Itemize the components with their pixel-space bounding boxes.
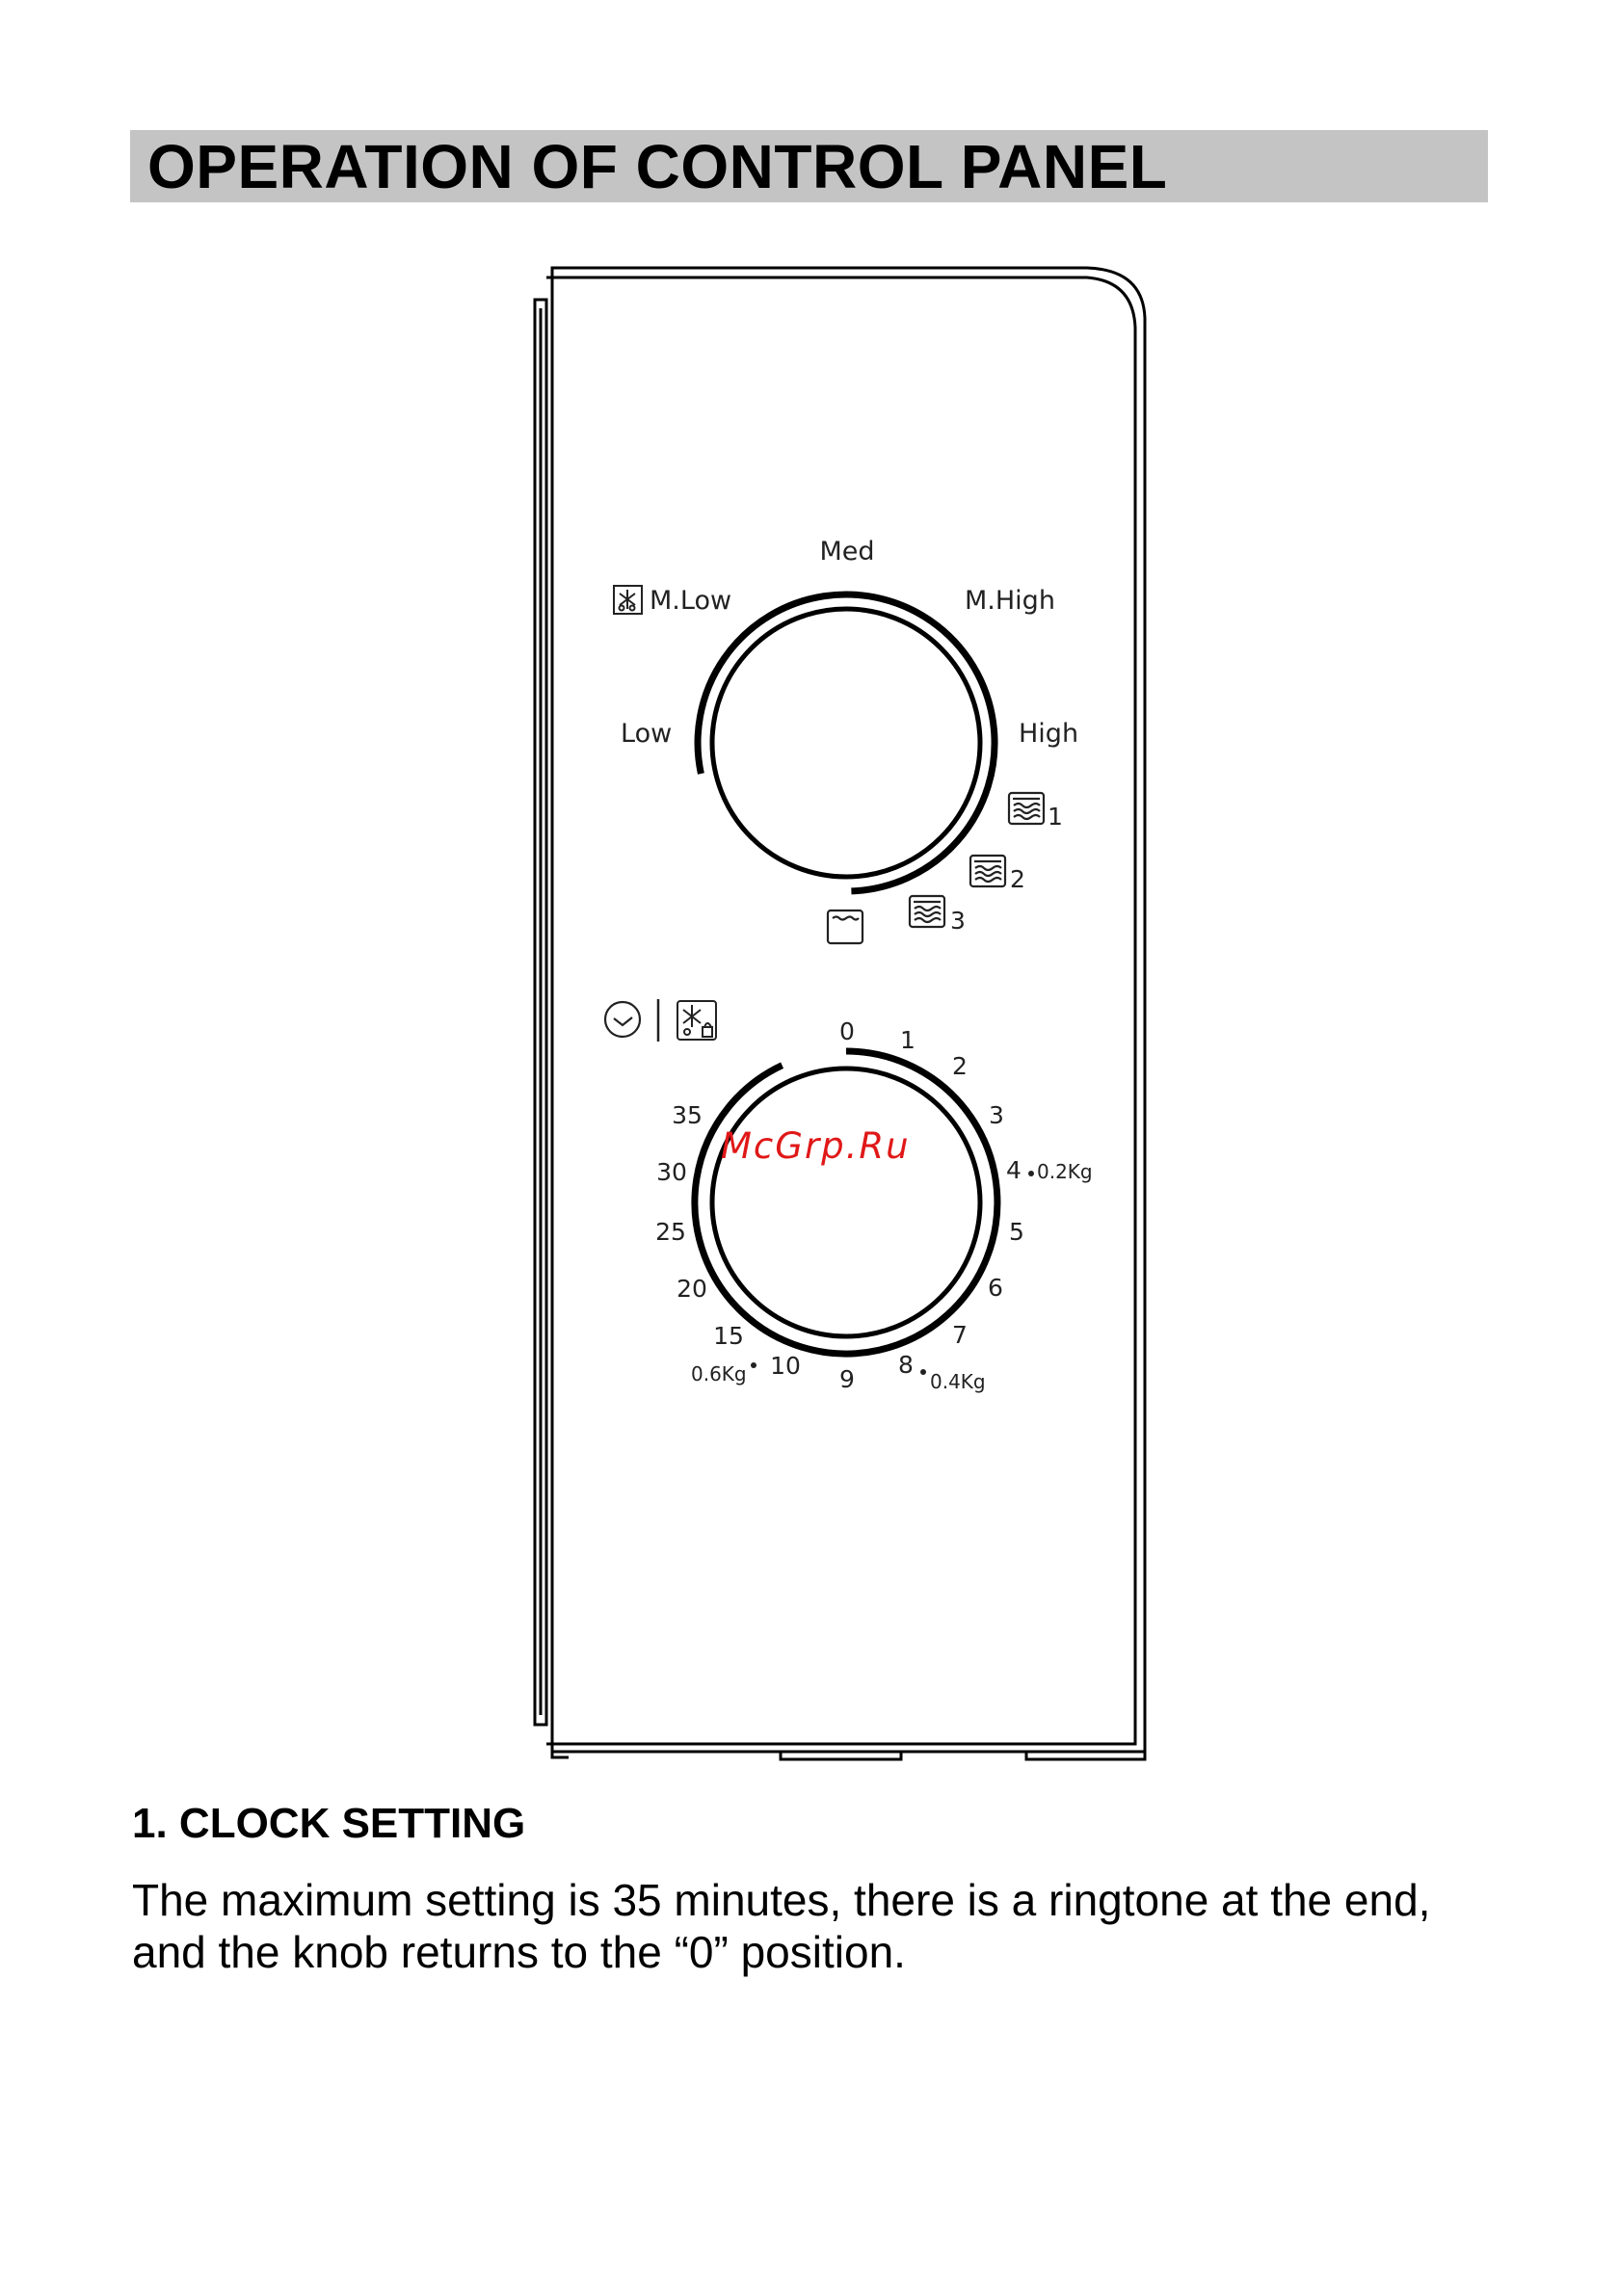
section-heading: 1. CLOCK SETTING: [132, 1800, 525, 1848]
label-m-high: M.High: [965, 586, 1055, 616]
label-m-low: M.Low: [650, 586, 731, 616]
grill-combi-icon-2: [970, 856, 1005, 886]
timer-mark-1: 1: [900, 1026, 916, 1054]
weight-dot-02: [1028, 1171, 1034, 1176]
timer-mark-10: 10: [770, 1352, 801, 1380]
label-combi-1: 1: [1048, 803, 1063, 831]
grill-icon: [828, 910, 863, 943]
defrost-icon: [614, 586, 642, 614]
timer-knob-circle[interactable]: [712, 1069, 980, 1336]
timer-knob[interactable]: [695, 1051, 997, 1354]
label-med: Med: [819, 537, 874, 567]
power-knob-circle[interactable]: [712, 609, 980, 877]
label-low: Low: [621, 719, 672, 749]
weight-dot-06: [751, 1362, 756, 1368]
timer-mark-7: 7: [952, 1321, 968, 1349]
weight-label-02: 0.2Kg: [1037, 1160, 1093, 1183]
defrost-weight-icon: [677, 1001, 716, 1040]
timer-mark-25: 25: [655, 1218, 686, 1246]
timer-mark-20: 20: [677, 1275, 707, 1303]
timer-mark-3: 3: [989, 1101, 1004, 1129]
weight-label-04: 0.4Kg: [930, 1370, 986, 1393]
timer-mark-0: 0: [839, 1017, 855, 1045]
watermark: McGrp.Ru: [721, 1125, 911, 1167]
timer-mark-2: 2: [952, 1052, 968, 1080]
power-knob[interactable]: [698, 594, 995, 891]
timer-mark-6: 6: [988, 1274, 1003, 1302]
timer-mark-9: 9: [839, 1365, 855, 1393]
weight-label-06: 0.6Kg: [691, 1362, 747, 1386]
timer-mark-4: 4: [1006, 1156, 1022, 1184]
label-combi-3: 3: [950, 907, 966, 935]
timer-knob-scale-arc: [695, 1051, 997, 1354]
label-high: High: [1019, 719, 1078, 749]
clock-icon: [605, 1002, 640, 1037]
timer-mark-30: 30: [656, 1158, 687, 1186]
section-body: The maximum setting is 35 minutes, there…: [132, 1874, 1500, 1978]
weight-dot-04: [920, 1369, 926, 1375]
label-combi-2: 2: [1010, 865, 1025, 893]
grill-combi-icon-1: [1009, 793, 1044, 824]
timer-mark-5: 5: [1009, 1218, 1024, 1246]
timer-mark-35: 35: [672, 1101, 703, 1129]
panel-outline: [535, 268, 1145, 1759]
grill-combi-icon-3: [910, 896, 944, 927]
timer-mark-15: 15: [713, 1322, 744, 1350]
power-knob-scale-arc: [698, 594, 995, 891]
timer-mark-8: 8: [898, 1351, 914, 1379]
